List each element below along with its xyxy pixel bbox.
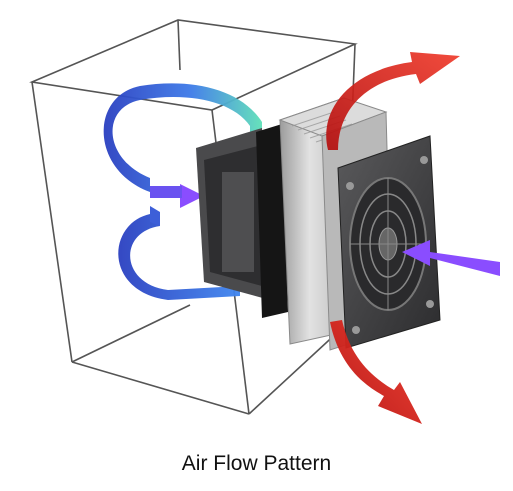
internal-air-loop-upper [103,83,262,208]
air-flow-diagram [29,19,500,424]
external-fan [337,135,441,349]
intake-air-arrow [402,240,500,276]
internal-air-loop-lower [118,206,240,300]
diagram-caption: Air Flow Pattern [181,452,332,475]
thermoelectric-plate [256,124,288,318]
internal-fan-unit [196,128,270,300]
hot-air-exhaust-lower [330,320,422,424]
upper-loop-arrowhead [180,184,204,208]
hot-air-exhaust-upper [326,52,460,150]
